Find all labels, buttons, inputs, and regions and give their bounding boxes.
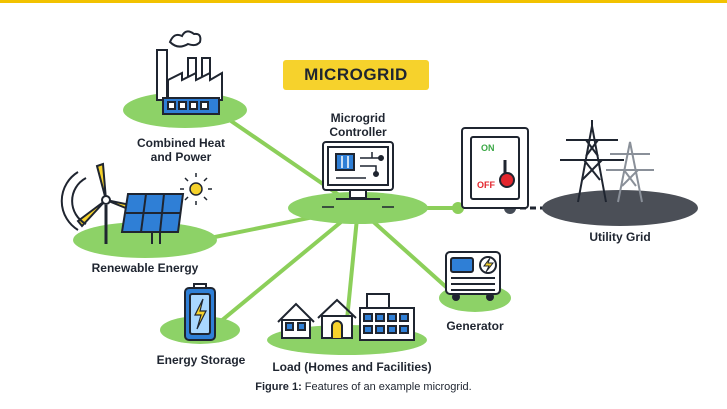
controller-label: Microgrid Controller	[329, 111, 387, 139]
controller-monitor-icon	[322, 141, 394, 208]
diagram-title: MICROGRID	[283, 60, 429, 90]
renewable-ellipse	[73, 222, 217, 258]
controller-ellipse	[288, 192, 428, 224]
solar-panel-icon	[120, 193, 185, 244]
transmission-tower-small-icon	[606, 141, 654, 203]
chp-label-line1: Combined Heat	[136, 136, 225, 150]
switch-on-label: ON	[481, 143, 495, 153]
houses-icon	[277, 293, 415, 341]
chp-label-line2: and Power	[150, 150, 212, 164]
storage-label: Energy Storage	[156, 353, 246, 367]
caption-label: Figure 1:	[255, 381, 302, 393]
generator-icon	[445, 251, 501, 301]
transmission-tower-icon	[560, 120, 624, 203]
battery-icon	[184, 283, 216, 341]
chp-label: Combined Heat and Power	[126, 136, 236, 164]
renewable-label: Renewable Energy	[91, 261, 199, 275]
caption-text: Features of an example microgrid.	[301, 381, 472, 393]
sun-icon	[180, 173, 212, 205]
utility-ellipse	[542, 190, 698, 226]
factory-icon	[156, 30, 223, 115]
generator-label: Generator	[446, 319, 504, 333]
switch-off-label: OFF	[477, 180, 495, 190]
figure-caption: Figure 1: Features of an example microgr…	[0, 381, 727, 393]
line-to-chp	[213, 108, 360, 210]
load-label: Load (Homes and Facilities)	[272, 360, 432, 374]
top-accent-rule	[0, 0, 727, 3]
disconnect-switch-icon	[461, 127, 529, 209]
utility-label: Utility Grid	[589, 230, 651, 244]
line-to-storage	[213, 206, 360, 328]
